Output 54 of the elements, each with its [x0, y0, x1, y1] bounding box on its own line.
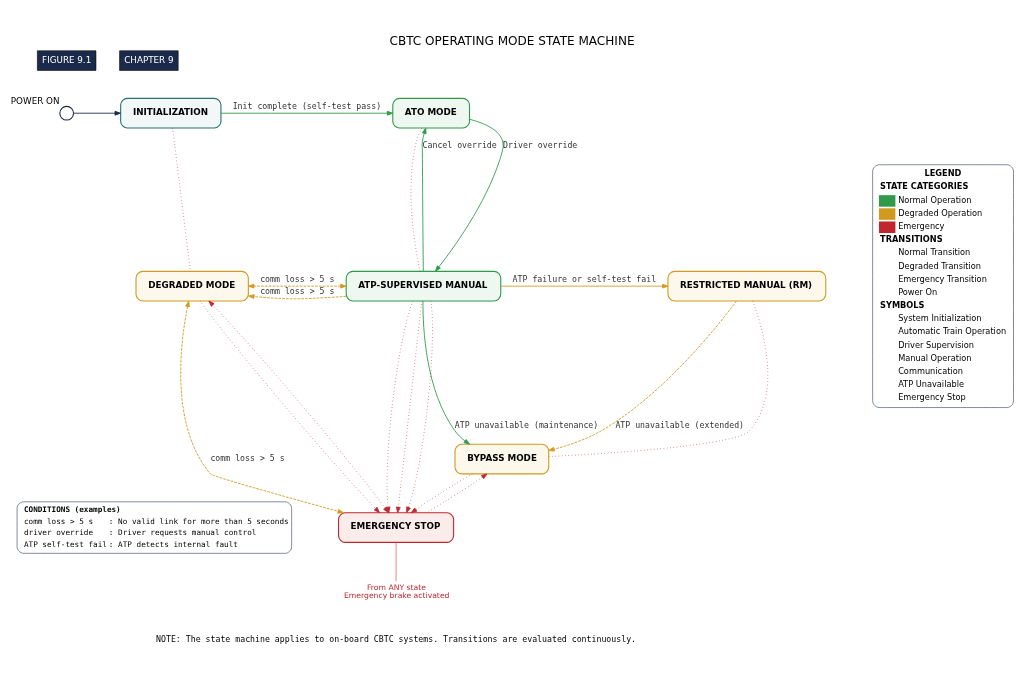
legend-label: Emergency Transition — [898, 273, 987, 284]
arrow — [248, 283, 347, 288]
label: SYMBOLS — [880, 299, 925, 310]
arrow — [406, 300, 433, 513]
legend-label: Degraded Operation — [898, 207, 983, 218]
arrow — [422, 300, 470, 445]
arrow — [421, 127, 427, 272]
legend-label: Driver Supervision — [898, 339, 975, 350]
legend-label: ATP Unavailable — [898, 378, 965, 389]
edge-label: comm loss > 5 s — [260, 273, 335, 284]
edge-label: Cancel override — [422, 139, 497, 150]
edge-label: Init complete (self-test pass) — [232, 100, 382, 111]
legend-label: System Initialization — [898, 312, 982, 323]
node-box: BYPASS MODE — [454, 443, 550, 474]
node-circle — [59, 105, 75, 121]
legend-label: Automatic Train Operation — [898, 325, 1007, 336]
edge-label: ATP unavailable (maintenance) — [454, 419, 599, 430]
edge-label: Driver override — [503, 139, 578, 150]
legend-label: Normal Operation — [898, 194, 972, 205]
legend-label: Degraded Transition — [898, 260, 982, 271]
label: TRANSITIONS — [880, 233, 943, 244]
legend-label: Emergency — [898, 220, 945, 231]
arrow — [435, 118, 504, 272]
edge-label: comm loss > 5 s — [260, 285, 335, 296]
label: STATE CATEGORIES — [880, 180, 969, 191]
node-box: INITIALIZATION — [120, 97, 222, 129]
diagram-title: CBTC OPERATING MODE STATE MACHINE — [389, 33, 635, 48]
node-label: POWER ON — [10, 95, 60, 106]
node-box: ATO MODE — [392, 97, 471, 129]
arrow — [220, 110, 394, 116]
edge-label: ATP failure or self-test fail — [512, 273, 657, 284]
node-box: ATP-SUPERVISED MANUAL — [345, 270, 502, 301]
arrow — [180, 300, 344, 514]
arrow — [425, 473, 488, 513]
node-box: EMERGENCY STOP — [337, 511, 455, 543]
node-box: DEGRADED MODE — [135, 270, 249, 301]
legend-label: Normal Transition — [898, 246, 971, 257]
label: NOTE: The state machine applies to on-board CBTC systems. Transitions are evaluated continuously. — [156, 633, 637, 644]
legend-label: Manual Operation — [898, 352, 972, 363]
legend-label: Power On — [898, 286, 938, 297]
edge-label: ATP unavailable (extended) — [615, 419, 745, 430]
arrow — [410, 473, 473, 513]
legend-label: Communication — [898, 365, 963, 376]
arrow — [500, 283, 669, 288]
node-box: RESTRICTED MANUAL (RM) — [667, 270, 827, 301]
label: LEGEND — [924, 167, 962, 178]
arrow — [248, 293, 347, 299]
label: FIGURE 9.1 — [42, 54, 92, 65]
edge-label: comm loss > 5 s — [210, 452, 285, 463]
arrow — [548, 300, 737, 451]
legend-label: Emergency Stop — [898, 391, 966, 402]
arrow — [73, 110, 121, 116]
arrow — [396, 300, 423, 513]
label: CHAPTER 9 — [124, 54, 174, 65]
